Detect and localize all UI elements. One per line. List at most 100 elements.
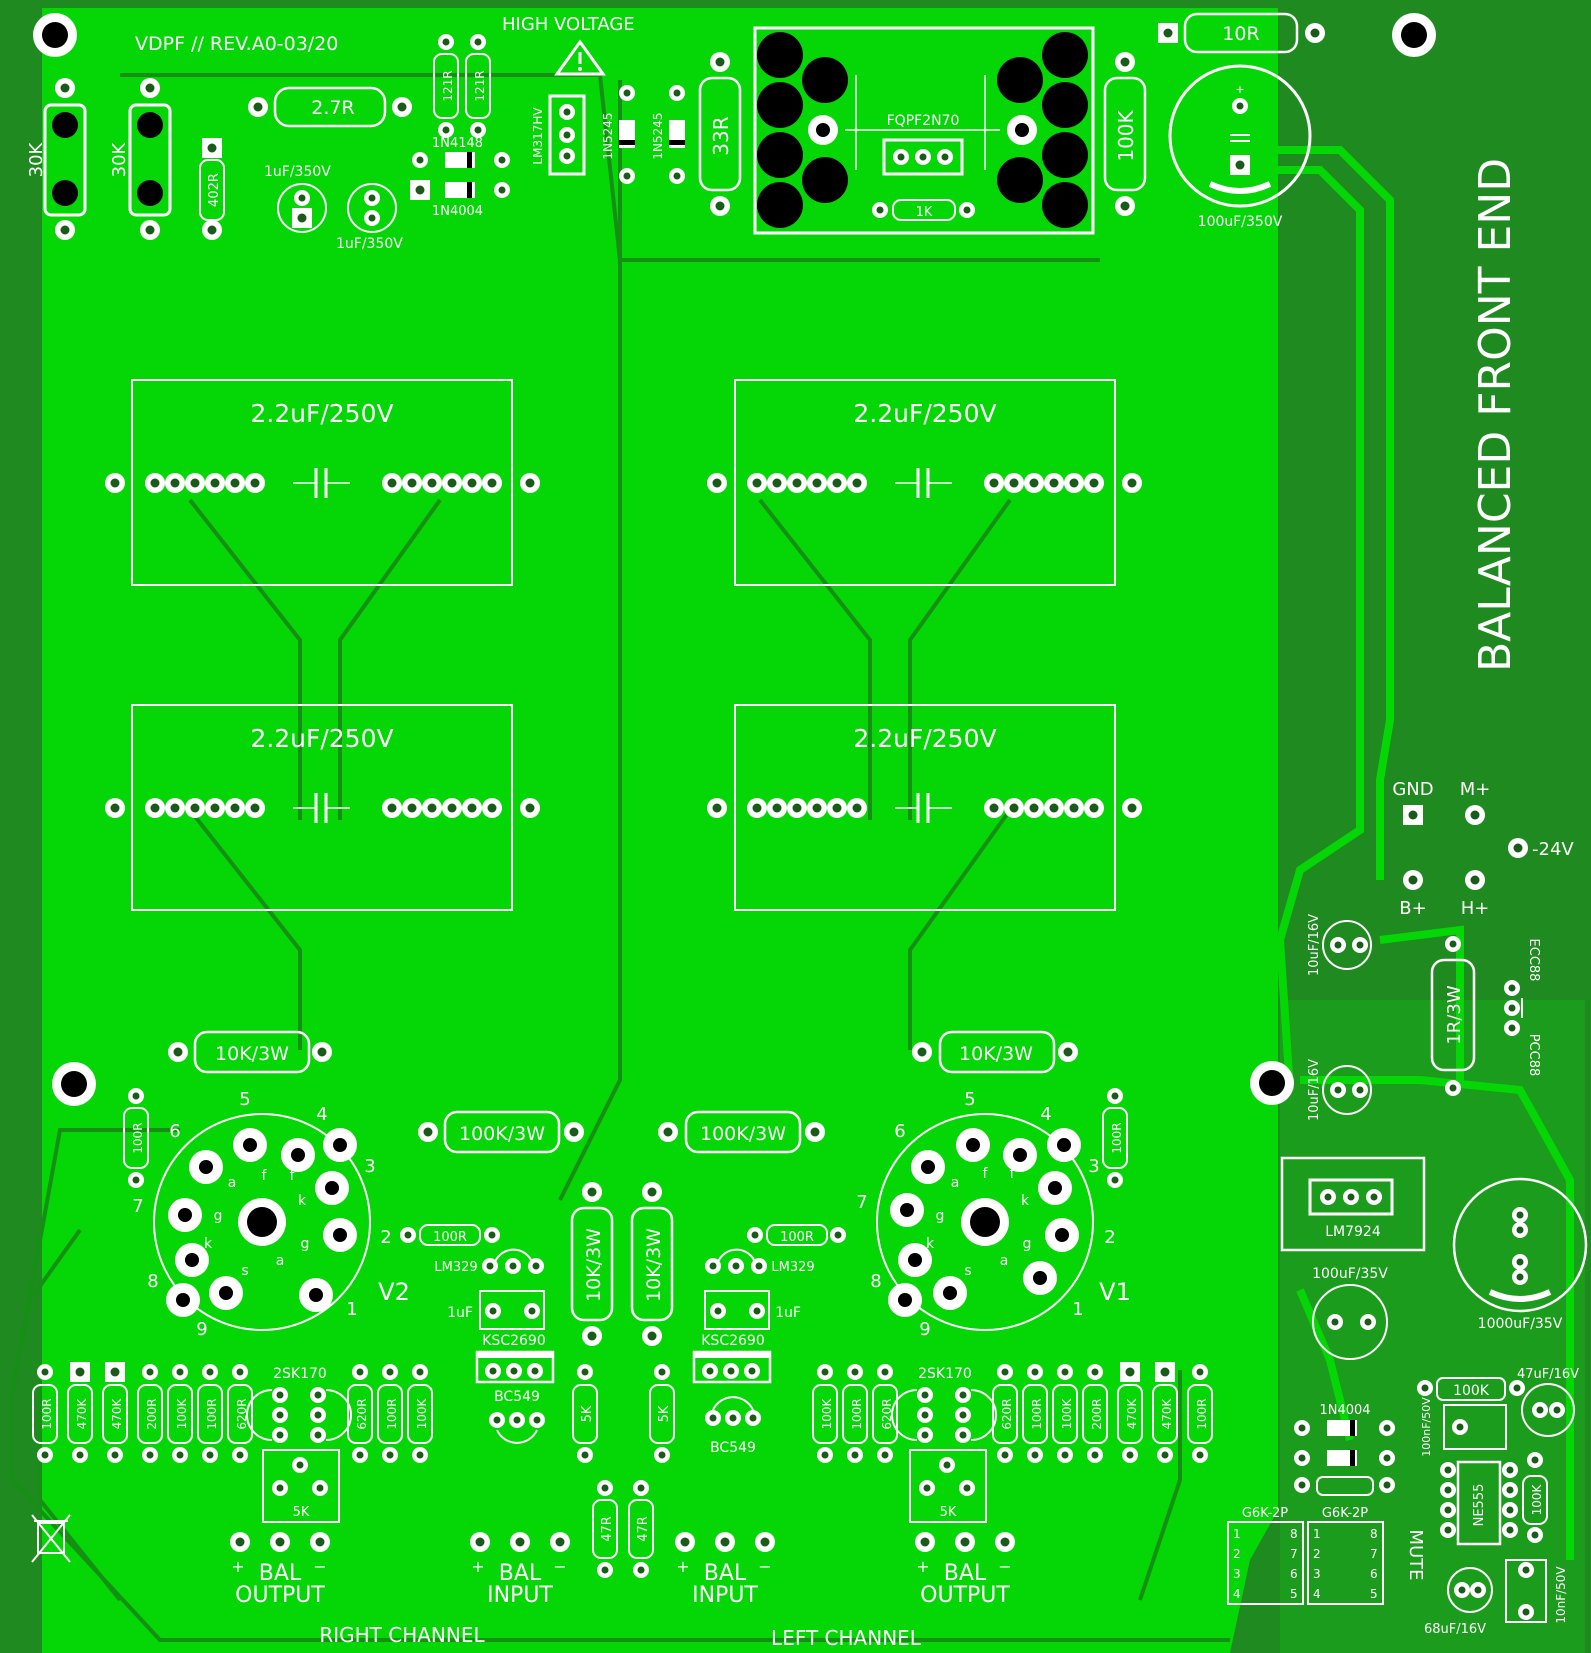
svg-text:BC549: BC549 xyxy=(494,1389,540,1405)
connector-bal-output-right-channel: + BAL − OUTPUT xyxy=(230,1532,330,1608)
svg-text:2: 2 xyxy=(380,1227,391,1248)
high-voltage-label: HIGH VOLTAGE xyxy=(502,14,635,35)
revision-label: VDPF // REV.A0-03/20 xyxy=(135,33,338,55)
trimmer-5k-right: 5K xyxy=(909,1449,987,1523)
resistor-5k-center-b: 5K xyxy=(649,1364,675,1463)
svg-text:2SK170: 2SK170 xyxy=(918,1366,972,1382)
resistor-10k-3w-vert-a: 10K/3W xyxy=(570,1182,614,1346)
mounting-hole xyxy=(1250,1061,1294,1105)
svg-text:KSC2690: KSC2690 xyxy=(701,1333,764,1349)
resistor: 100K xyxy=(1052,1364,1078,1463)
resistor-402r: 402R xyxy=(199,138,225,240)
svg-text:100K: 100K xyxy=(1114,109,1138,161)
svg-text:g: g xyxy=(936,1208,945,1224)
svg-text:1: 1 xyxy=(1313,1527,1321,1541)
svg-text:INPUT: INPUT xyxy=(692,1583,758,1608)
svg-text:100R: 100R xyxy=(385,1398,399,1429)
svg-text:−: − xyxy=(313,1557,326,1576)
svg-text:10uF/16V: 10uF/16V xyxy=(1307,914,1322,976)
svg-text:OUTPUT: OUTPUT xyxy=(235,1583,325,1608)
left-channel-label: LEFT CHANNEL xyxy=(771,1626,922,1650)
resistor-100k-3w-right: 100K/3W xyxy=(658,1110,825,1154)
svg-text:7: 7 xyxy=(132,1196,143,1217)
svg-text:MUTE: MUTE xyxy=(1405,1529,1426,1580)
resistor-10k-3w-left: 10K/3W xyxy=(168,1030,332,1074)
resistor-33r: 33R xyxy=(698,52,742,216)
resistor-100r-small-right: 100R xyxy=(747,1224,846,1246)
svg-text:8: 8 xyxy=(1370,1527,1378,1541)
svg-text:k: k xyxy=(204,1236,213,1252)
svg-text:2.2uF/250V: 2.2uF/250V xyxy=(250,399,393,428)
svg-text:g: g xyxy=(214,1208,223,1224)
zener-1n5245-b: 1N5245 xyxy=(651,85,685,184)
svg-text:LM7924: LM7924 xyxy=(1325,1224,1381,1240)
svg-text:620R: 620R xyxy=(880,1398,894,1429)
svg-text:10K/3W: 10K/3W xyxy=(959,1043,1033,1065)
resistor: 100R xyxy=(377,1364,403,1463)
film-capacitor-3: 2.2uF/250V xyxy=(105,704,540,911)
svg-text:s: s xyxy=(964,1263,971,1279)
svg-text:100K: 100K xyxy=(820,1397,834,1429)
resistor: 100R xyxy=(1187,1364,1213,1463)
connector-bal-output-left-channel: + BAL − OUTPUT xyxy=(915,1532,1015,1608)
svg-text:3: 3 xyxy=(1313,1567,1321,1581)
svg-text:LM329: LM329 xyxy=(771,1260,814,1275)
svg-text:33R: 33R xyxy=(709,116,733,155)
resistor: 470K xyxy=(67,1362,93,1463)
svg-text:100K: 100K xyxy=(1530,1483,1544,1515)
svg-text:+: + xyxy=(471,1557,484,1576)
reference-lm329-left: LM329 xyxy=(434,1248,544,1275)
svg-text:V2: V2 xyxy=(378,1278,410,1306)
svg-text:1: 1 xyxy=(346,1299,357,1320)
svg-text:5: 5 xyxy=(1290,1587,1298,1601)
resistor: 470K xyxy=(1117,1362,1143,1463)
svg-text:470K: 470K xyxy=(1160,1397,1174,1429)
resistor-100r-vert-left: 100R xyxy=(123,1088,149,1188)
traces xyxy=(10,73,1230,1642)
copper-pour-main xyxy=(10,8,1278,1653)
jfet-2sk170-left: 2SK170 xyxy=(246,1366,352,1443)
svg-text:100R: 100R xyxy=(40,1398,54,1429)
svg-text:−: − xyxy=(553,1557,566,1576)
copper-edge-left xyxy=(0,0,42,1653)
connector-bal-input-right-channel: + BAL − INPUT xyxy=(470,1532,570,1608)
diode-1n4148: 1N4148 xyxy=(412,136,510,168)
svg-text:47uF/16V: 47uF/16V xyxy=(1517,1367,1579,1382)
svg-text:−: − xyxy=(998,1557,1011,1576)
svg-text:INPUT: INPUT xyxy=(487,1583,553,1608)
resistor: 470K xyxy=(1152,1362,1178,1463)
svg-text:8: 8 xyxy=(147,1271,158,1292)
mounting-hole xyxy=(33,13,77,57)
resistor-121r-a: 121R xyxy=(433,34,459,138)
svg-text:a: a xyxy=(1000,1253,1009,1269)
svg-text:GND: GND xyxy=(1392,779,1433,800)
svg-text:G6K-2P: G6K-2P xyxy=(1322,1506,1368,1521)
svg-text:FQPF2N70: FQPF2N70 xyxy=(887,113,960,129)
connector-bal-input-left-channel: + BAL − INPUT xyxy=(675,1532,775,1608)
svg-text:a: a xyxy=(276,1253,285,1269)
svg-text:f: f xyxy=(262,1168,268,1184)
svg-text:68uF/16V: 68uF/16V xyxy=(1424,1622,1486,1637)
resistor-10k-3w-vert-b: 10K/3W xyxy=(630,1182,674,1346)
svg-text:BC549: BC549 xyxy=(710,1440,756,1456)
svg-text:100nF/50V: 100nF/50V xyxy=(1420,1397,1433,1457)
svg-text:OUTPUT: OUTPUT xyxy=(920,1583,1010,1608)
svg-text:f: f xyxy=(983,1166,989,1182)
resistor-30k-a: 30K xyxy=(26,78,87,240)
resistor-100r-vert-right: 100R xyxy=(1102,1088,1128,1188)
resistor: 200R xyxy=(1082,1364,1108,1463)
svg-text:8: 8 xyxy=(1290,1527,1298,1541)
svg-text:30K: 30K xyxy=(26,141,47,177)
resistor-47r-b: 47R xyxy=(628,1480,654,1578)
svg-text:8: 8 xyxy=(870,1271,881,1292)
resistor-row-left: 100R 470K 470K 200R 100K 100R 620R 620R … xyxy=(32,1362,433,1463)
svg-text:LM317HV: LM317HV xyxy=(531,107,545,165)
resistor-row-right: 100K 100R 620R 620R 100R 100K 200R 470K … xyxy=(812,1362,1213,1463)
film-capacitor-2: 2.2uF/250V xyxy=(707,379,1142,586)
svg-text:100uF/350V: 100uF/350V xyxy=(1198,214,1283,230)
svg-text:100R: 100R xyxy=(205,1398,219,1429)
svg-text:2: 2 xyxy=(1104,1227,1115,1248)
svg-text:1N5245: 1N5245 xyxy=(651,112,665,159)
svg-text:1: 1 xyxy=(1072,1299,1083,1320)
